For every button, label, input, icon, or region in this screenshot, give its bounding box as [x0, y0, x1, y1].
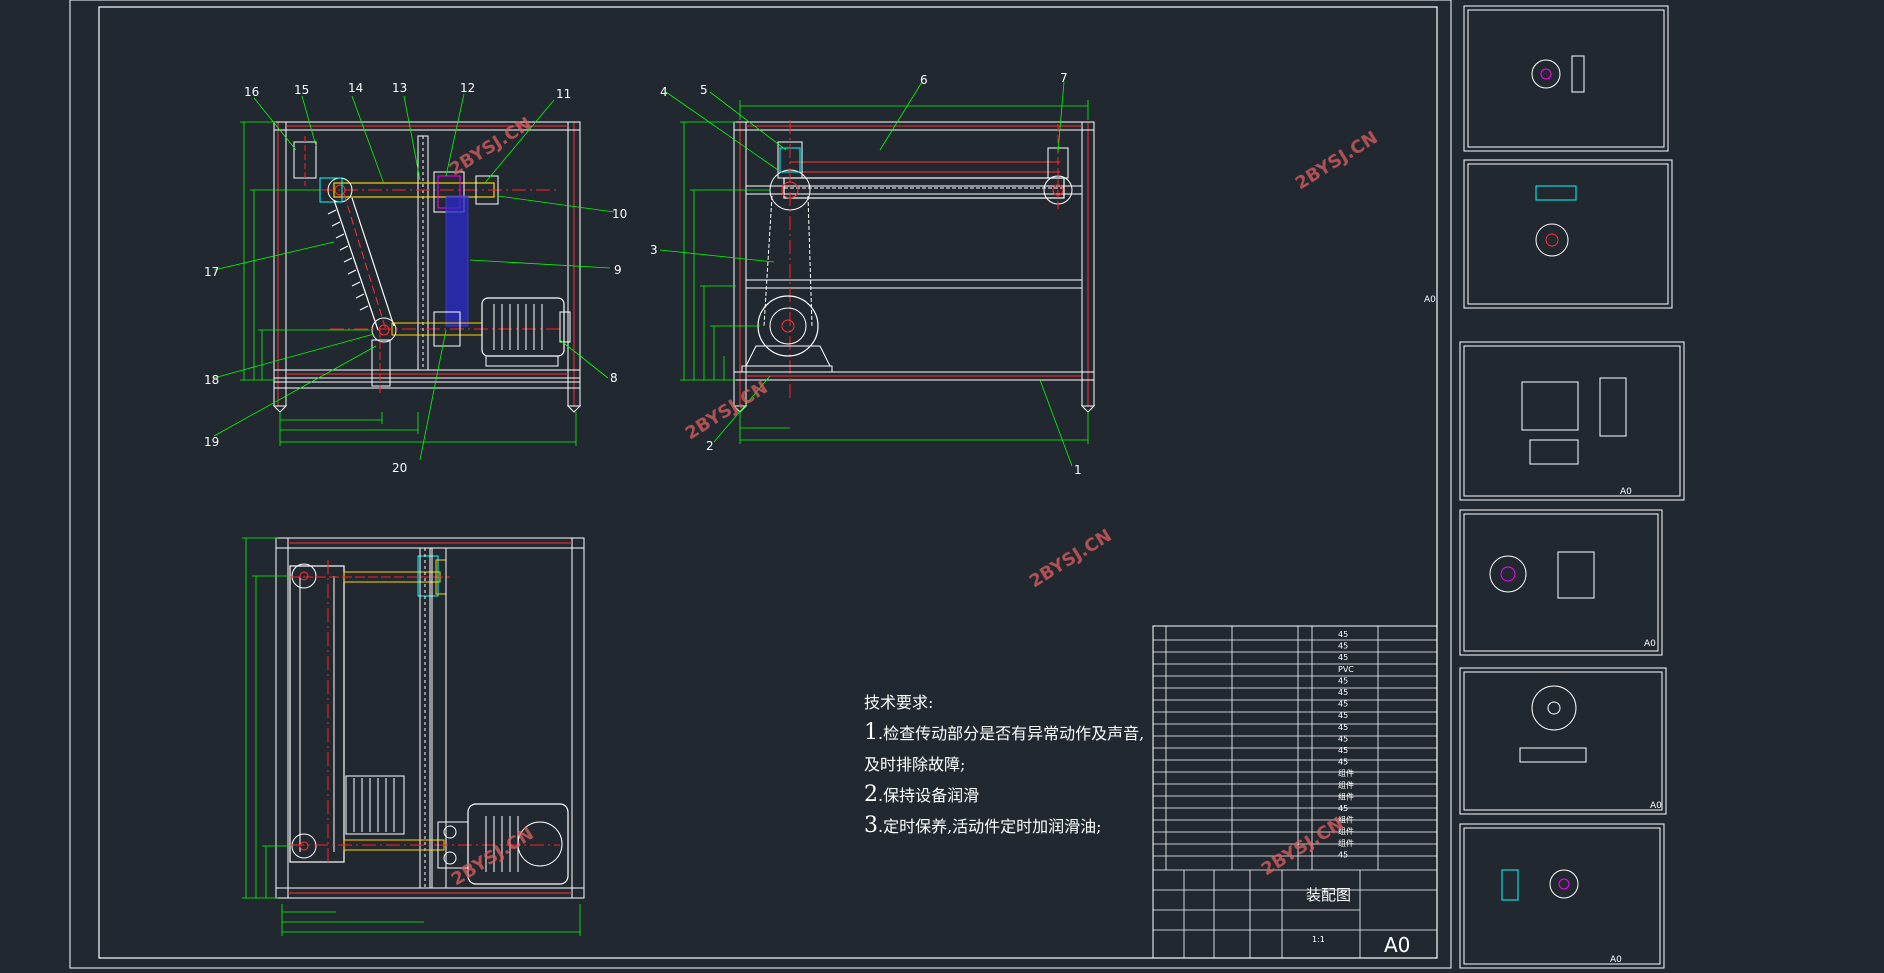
side-view-callouts: 4 5 6 7 3 2 1 [650, 71, 1082, 477]
front-view [213, 93, 615, 461]
bom-material-cell: 45 [1338, 630, 1348, 639]
bom-material-cell: 组件 [1338, 826, 1354, 836]
bom-material-cell: 45 [1338, 642, 1348, 651]
bom-material-cell: 组件 [1338, 768, 1354, 778]
bom-material-cell: 45 [1338, 734, 1348, 743]
bom-material-cell: 45 [1338, 688, 1348, 697]
tech-item-1: 1.检查传动部分是否有异常动作及声音, [864, 720, 1145, 745]
callout-number: 1 [1074, 463, 1082, 477]
callout-number: 8 [610, 371, 618, 385]
watermark-text: 2BYSJ.CN [682, 377, 772, 444]
bom-material-cell: 组件 [1338, 838, 1354, 848]
bom-material-cell: 45 [1338, 758, 1348, 767]
thumbnail-size-label: A0 [1650, 801, 1662, 811]
tech-item-3: 3.定时保养,活动件定时加润滑油; [864, 813, 1102, 838]
bom-material-cell: 组件 [1338, 815, 1354, 825]
bom-material-cell: 45 [1338, 676, 1348, 685]
callout-number: 15 [294, 83, 309, 97]
thumbnail-size-label: A0 [1620, 487, 1632, 497]
callout-number: 2 [706, 439, 714, 453]
sheet-inner-border [98, 6, 1438, 959]
watermark-text: 2BYSJ.CN [448, 823, 538, 890]
bom-material-cell: 45 [1338, 723, 1348, 732]
callout-number: 16 [244, 85, 259, 99]
callout-number: 10 [612, 207, 627, 221]
callout-number: 13 [392, 81, 407, 95]
title-drawing-name: 装配图 [1306, 886, 1351, 904]
bom-material-cell: PVC [1338, 665, 1354, 674]
bom-material-column: 454545PVC4545454545454545组件组件组件45组件组件组件4… [1338, 630, 1354, 859]
callout-number: 19 [204, 435, 219, 449]
title-sheet-size: A0 [1384, 933, 1410, 957]
callout-number: 18 [204, 373, 219, 387]
top-view [242, 537, 585, 936]
sheet-outer-border [69, 0, 1452, 969]
title-scale: 1:1 [1312, 935, 1325, 944]
bom-material-cell: 45 [1338, 653, 1348, 662]
tech-heading: 技术要求: [864, 693, 934, 712]
watermark-text: 2BYSJ.CN [1026, 525, 1116, 592]
callout-number: 5 [700, 83, 708, 97]
side-view [659, 81, 1096, 467]
thumbnail-size-label: A0 [1424, 295, 1436, 305]
bom-material-cell: 45 [1338, 700, 1348, 709]
callout-number: 20 [392, 461, 407, 475]
callout-number: 3 [650, 243, 658, 257]
bom-material-cell: 45 [1338, 850, 1348, 859]
part-drawing-thumbnails [1459, 5, 1685, 969]
bom-material-cell: 组件 [1338, 791, 1354, 801]
callout-number: 9 [614, 263, 622, 277]
watermark-text: 2BYSJ.CN [446, 113, 536, 180]
callout-number: 11 [556, 87, 571, 101]
callout-number: 17 [204, 265, 219, 279]
callout-number: 4 [660, 85, 668, 99]
callout-number: 14 [348, 81, 363, 95]
title-block: 装配图 A0 1:1 454545PVC4545454545454545组件组件… [1152, 625, 1438, 959]
bom-material-cell: 45 [1338, 746, 1348, 755]
callout-number: 12 [460, 81, 475, 95]
technical-requirements: 技术要求: 1.检查传动部分是否有异常动作及声音, 及时排除故障; 2.保持设备… [864, 688, 1144, 842]
callout-number: 6 [920, 73, 928, 87]
thumbnail-size-label: A0 [1610, 955, 1622, 965]
callout-number: 7 [1060, 71, 1068, 85]
thumbnail-size-label: A0 [1644, 639, 1656, 649]
bom-material-cell: 45 [1338, 711, 1348, 720]
tech-item-2: 2.保持设备润滑 [864, 782, 980, 807]
bom-material-cell: 组件 [1338, 780, 1354, 790]
tech-item-1b: 及时排除故障; [864, 755, 966, 774]
watermark-text: 2BYSJ.CN [1292, 127, 1382, 194]
bom-material-cell: 45 [1338, 804, 1348, 813]
front-view-callouts: 16 15 14 13 12 11 10 9 8 20 19 18 17 [204, 81, 627, 475]
